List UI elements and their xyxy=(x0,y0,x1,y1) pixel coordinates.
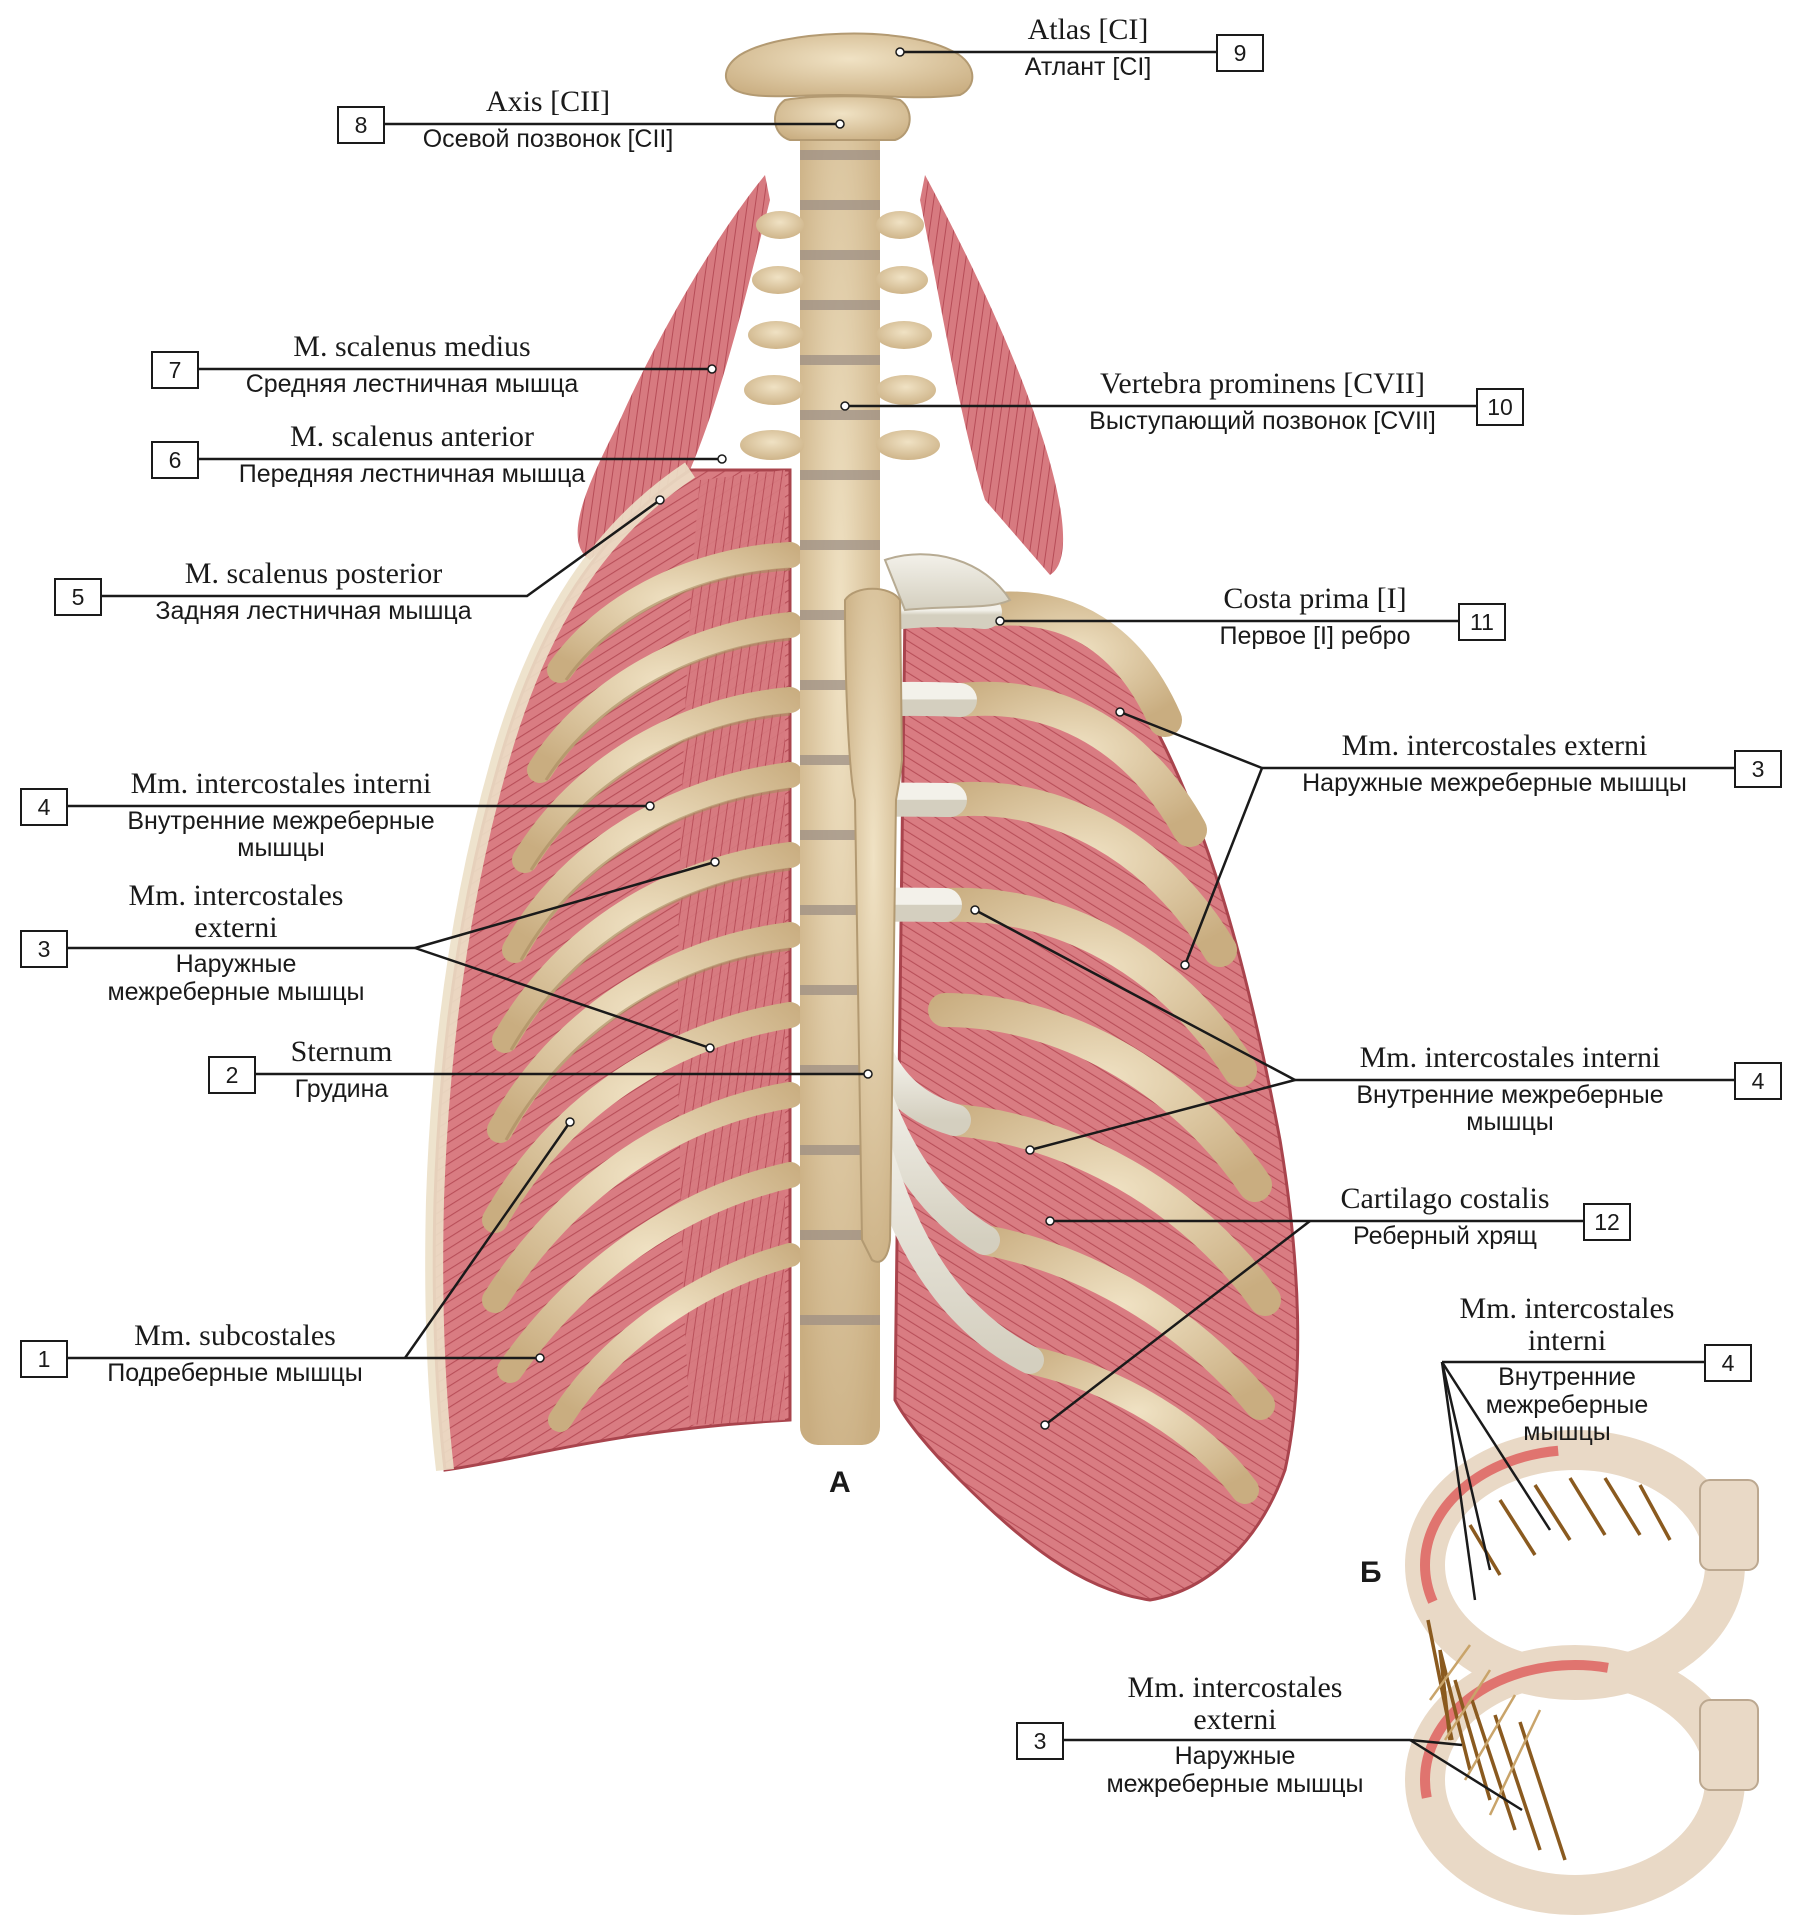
scalene-muscles-right xyxy=(920,175,1064,575)
label-scalenus-medius: M. scalenus medius Средняя лестничная мы… xyxy=(245,330,579,398)
label-b-intercostales-externi: Mm. intercostales externi Наружные межре… xyxy=(1106,1671,1364,1798)
label-b-intercostales-interni: Mm. intercostales interni Внутренние меж… xyxy=(1459,1292,1675,1446)
label-scalenus-posterior: M. scalenus posterior Задняя лестничная … xyxy=(155,557,472,625)
label-number-4-left: 4 xyxy=(20,788,68,826)
label-number-9: 9 xyxy=(1216,34,1264,72)
label-cartilago-costalis: Cartilago costalis Реберный хрящ xyxy=(1340,1182,1550,1250)
label-number-1: 1 xyxy=(20,1340,68,1378)
label-number-7: 7 xyxy=(151,351,199,389)
label-number-11: 11 xyxy=(1458,603,1506,641)
left-wall-cut-margin xyxy=(425,462,695,1472)
figure-letter-b: Б xyxy=(1360,1556,1382,1589)
label-axis: Axis [CII] Осевой позвонок [CII] xyxy=(422,85,674,153)
label-number-2: 2 xyxy=(208,1056,256,1094)
label-number-4-right: 4 xyxy=(1734,1062,1782,1100)
leader-lines xyxy=(66,50,1734,1812)
right-thoracic-wall xyxy=(893,601,1300,1602)
label-number-10: 10 xyxy=(1476,388,1524,426)
right-ribs xyxy=(928,591,1281,1504)
first-rib xyxy=(883,553,1012,612)
label-scalenus-anterior: M. scalenus anterior Передняя лестничная… xyxy=(238,420,586,488)
label-intercostales-interni-left: Mm. intercostales interni Внутренние меж… xyxy=(127,767,435,862)
label-number-8: 8 xyxy=(337,106,385,144)
leader-dots xyxy=(535,47,1190,1430)
label-vertebra-prominens: Vertebra prominens [CVII] Выступающий по… xyxy=(1089,367,1436,435)
label-sternum: Sternum Грудина xyxy=(290,1035,393,1103)
label-number-3-b: 3 xyxy=(1016,1722,1064,1760)
label-number-12: 12 xyxy=(1583,1203,1631,1241)
label-intercostales-externi-right: Mm. intercostales externi Наружные межре… xyxy=(1302,729,1687,797)
rib-ring-figure-b xyxy=(1405,1430,1759,1915)
label-number-5: 5 xyxy=(54,578,102,616)
label-number-3-right: 3 xyxy=(1734,750,1782,788)
atlas-bone xyxy=(725,32,974,99)
label-number-3-left: 3 xyxy=(20,930,68,968)
sternum-bone xyxy=(843,587,904,1263)
label-costa-prima: Costa prima [I] Первое [I] ребро xyxy=(1219,582,1411,650)
label-subcostales: Mm. subcostales Подреберные мышцы xyxy=(107,1319,363,1387)
label-intercostales-externi-left: Mm. intercostales externi Наружные межре… xyxy=(107,879,365,1006)
scalene-muscles-left xyxy=(577,175,770,560)
label-atlas: Atlas [CI] Атлант [CI] xyxy=(1024,13,1152,81)
axis-bone xyxy=(774,95,911,141)
label-number-6: 6 xyxy=(151,441,199,479)
figure-letter-a: А xyxy=(829,1466,851,1499)
label-number-4-b: 4 xyxy=(1704,1344,1752,1382)
thorax-figure-a xyxy=(425,32,1300,1602)
label-intercostales-interni-right: Mm. intercostales interni Внутренние меж… xyxy=(1356,1041,1664,1136)
